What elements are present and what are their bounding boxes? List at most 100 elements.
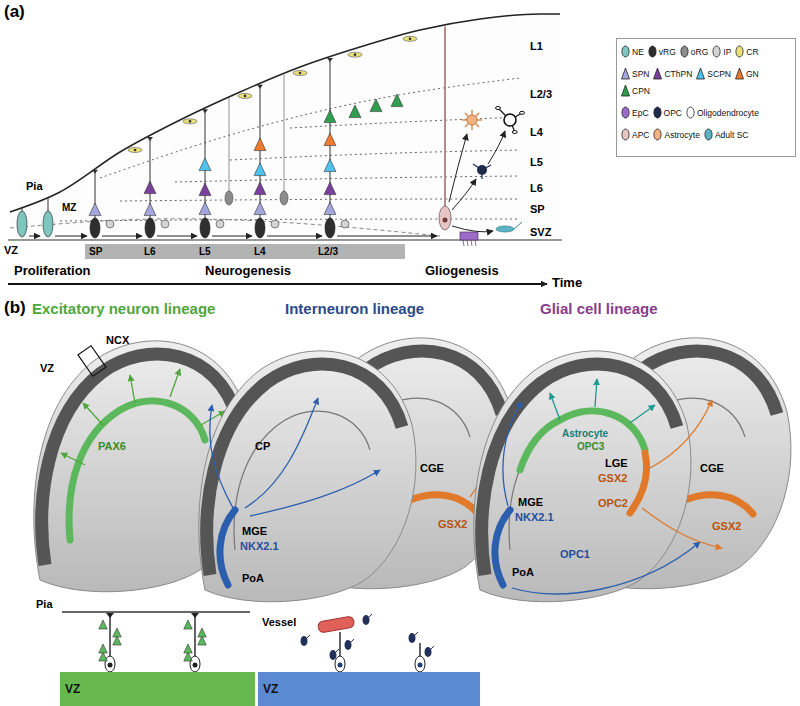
legend-text: vRG	[659, 47, 676, 57]
label: L1	[530, 40, 543, 53]
excitatory-neuron	[99, 644, 108, 653]
myelin-sheath	[496, 107, 501, 110]
label: SP	[89, 246, 102, 258]
excitatory-neuron	[99, 652, 108, 661]
arrow	[550, 393, 560, 420]
legend-swatch	[622, 107, 629, 118]
legend-text: CPN	[632, 86, 650, 96]
label: GSX2	[438, 518, 467, 531]
radial-glia-nucleus	[418, 663, 423, 668]
label: (a)	[4, 2, 25, 22]
arrow	[83, 403, 103, 425]
label: PoA	[512, 566, 534, 579]
neuron	[324, 159, 336, 172]
label: GSX2	[712, 520, 741, 533]
interneuron	[409, 633, 416, 643]
legend-swatch-box	[653, 106, 662, 119]
apc-fiber	[444, 26, 446, 206]
ip-cell	[216, 220, 224, 228]
label: Gliogenesis	[425, 264, 499, 279]
neuron	[324, 110, 336, 123]
label: L6	[144, 246, 156, 258]
vrg-cell	[200, 218, 210, 238]
legend-item: IP	[712, 45, 731, 58]
radial-unit-illustration	[62, 612, 434, 672]
neuron	[349, 105, 361, 118]
label: Time	[552, 276, 582, 291]
ne-cell	[17, 211, 27, 237]
legend-swatch-box	[621, 106, 630, 119]
adult-stem-cell-process	[514, 222, 522, 229]
label: VZ	[4, 244, 18, 257]
cr-nucleus	[244, 95, 247, 98]
layer-order-bar	[85, 244, 405, 259]
ip-cell	[161, 220, 169, 228]
arrow	[488, 131, 505, 164]
legend-swatch-box	[735, 67, 744, 80]
interneuron	[301, 636, 308, 646]
myelin-sheath	[512, 131, 517, 134]
legend-item: NE	[621, 45, 644, 58]
org-cell	[280, 191, 288, 205]
label: MZ	[62, 202, 76, 214]
ip-cell	[341, 220, 349, 228]
pial-surface	[10, 14, 560, 212]
radial-glia-fiber	[260, 85, 261, 220]
cortex-illustration	[8, 14, 562, 284]
legend-text: Oligodendrocyte	[697, 108, 759, 118]
arrow	[449, 134, 467, 202]
neuron	[199, 183, 211, 196]
org-fiber	[229, 98, 230, 192]
mge-zone	[495, 510, 510, 585]
cilium	[475, 240, 476, 246]
neuron	[391, 94, 403, 107]
radial-glia-nucleus	[193, 663, 198, 668]
label: Proliferation	[14, 264, 91, 279]
legend-swatch	[622, 46, 629, 57]
legend-item: GN	[735, 67, 759, 80]
label: MGE	[242, 525, 267, 538]
label: LGE	[605, 457, 628, 470]
ne-fiber	[22, 208, 23, 211]
hemisphere	[474, 351, 691, 602]
arrow	[245, 398, 318, 508]
legend-item: vRG	[648, 45, 676, 58]
label: VZ	[40, 362, 54, 375]
endfoot	[202, 109, 208, 113]
org-cell	[225, 191, 233, 205]
legend-item: Adult SC	[704, 128, 749, 141]
label: L4	[254, 246, 266, 258]
neuron	[324, 182, 336, 195]
label: CP	[255, 440, 270, 453]
label: OPC3	[577, 441, 604, 453]
arrow	[102, 236, 142, 237]
label: Vessel	[262, 616, 296, 629]
adult-stem-cell	[496, 226, 514, 232]
legend-swatch	[622, 68, 630, 79]
blood-vessel	[317, 616, 354, 633]
brain-section	[474, 351, 691, 602]
cr-cell	[183, 119, 197, 124]
legend-row: SPNCThPNSCPNGNCPN	[621, 67, 791, 97]
legend-item: EpC	[621, 106, 649, 119]
neuron	[254, 163, 266, 176]
label: Astrocyte	[562, 428, 608, 440]
legend-swatch-box	[621, 84, 630, 97]
vz-band: VZ	[258, 672, 480, 706]
opc-cell	[477, 165, 487, 175]
legend-row: NEvRGoRGIPCR	[621, 45, 791, 58]
apc-cell	[439, 206, 451, 230]
ne-fiber	[48, 198, 49, 211]
label: OPC2	[598, 497, 628, 510]
cr-nucleus	[189, 120, 192, 123]
ne-cell	[43, 211, 53, 237]
legend-item: oRG	[680, 45, 708, 58]
layer-boundary	[230, 150, 520, 160]
legend-row: APCAstrocyteAdult SC	[621, 128, 791, 141]
legend-swatch-box	[621, 45, 630, 58]
oligodendrocyte-cell	[504, 114, 516, 126]
vrg-cell	[325, 218, 335, 238]
arrow	[210, 405, 233, 508]
layer-boundary	[175, 176, 520, 182]
legend-item: SPN	[621, 67, 649, 80]
